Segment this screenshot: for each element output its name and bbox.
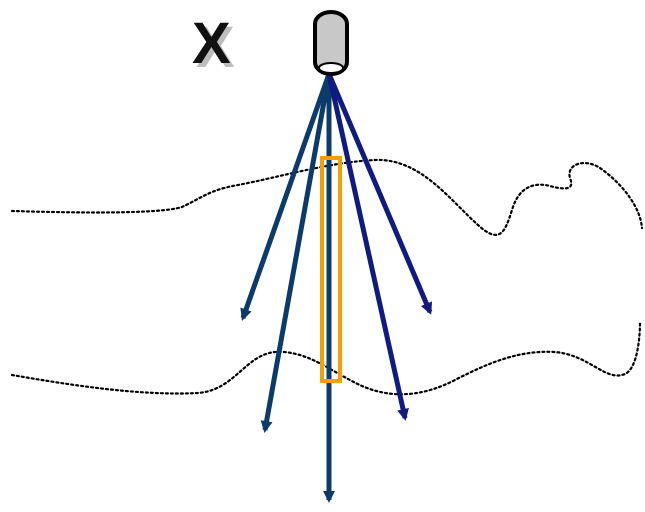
source-label: X (192, 11, 231, 76)
body-outline-lower (10, 320, 642, 396)
ray-arrow (326, 73, 409, 421)
ray-arrow (260, 73, 332, 433)
body-outline-upper (10, 158, 644, 236)
ray-arrow (326, 73, 433, 315)
ray-arrow (240, 73, 332, 321)
x-ray-tube-icon (313, 10, 349, 76)
highlight-box (320, 156, 342, 383)
